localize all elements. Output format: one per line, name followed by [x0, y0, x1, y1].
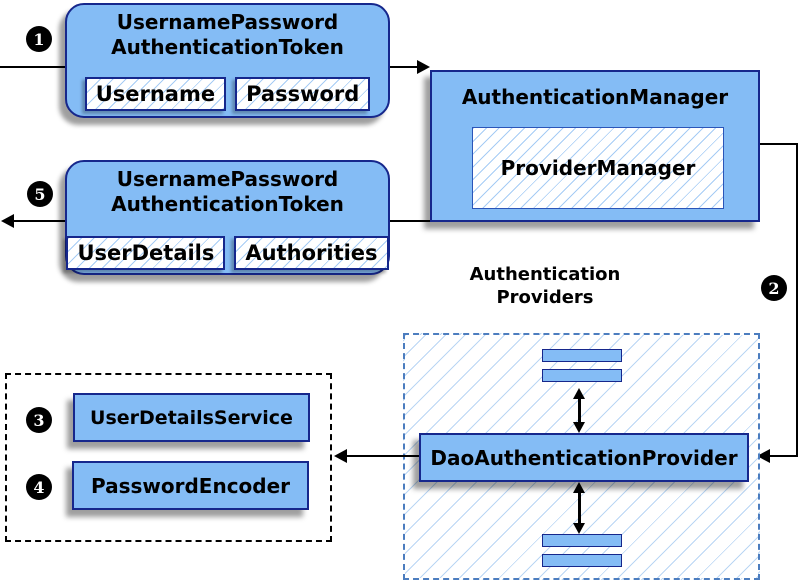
providers-container: DaoAuthenticationProvider — [403, 333, 760, 580]
double-arrow-bottom-down-head — [573, 523, 585, 534]
double-arrow-top-shaft — [578, 398, 581, 425]
arrow-dao-to-dependencies-line — [347, 455, 419, 457]
user-details-service-box: UserDetailsService — [73, 393, 310, 442]
response-token-box: UsernamePassword AuthenticationToken Use… — [65, 160, 390, 275]
provider-manager-box: ProviderManager — [472, 127, 724, 209]
flow-out-line — [14, 220, 65, 222]
step-2-badge: 2 — [761, 275, 787, 301]
password-encoder-box: PasswordEncoder — [72, 461, 309, 510]
dao-authentication-provider-box: DaoAuthenticationProvider — [419, 433, 749, 482]
step-4-number: 4 — [33, 477, 45, 497]
providers-group-label-line2: Providers — [496, 287, 594, 308]
dependencies-container — [5, 373, 332, 542]
flow-in-line — [0, 66, 66, 68]
request-token-title-line1: UsernamePassword — [116, 10, 339, 34]
line-manager-to-response-token — [390, 220, 430, 222]
step-5-badge: 5 — [27, 181, 53, 207]
providers-group-label: Authentication Providers — [445, 263, 645, 309]
authentication-manager-box: AuthenticationManager ProviderManager — [430, 70, 760, 222]
double-arrow-top-up-head — [573, 388, 585, 399]
connector-step2-arrowhead — [757, 449, 770, 463]
arrow-token-to-manager-line — [390, 66, 417, 68]
step-1-number: 1 — [33, 29, 45, 49]
double-arrow-bottom-shaft — [578, 492, 581, 524]
step-4-badge: 4 — [26, 474, 52, 500]
double-arrow-bottom-up-head — [573, 482, 585, 493]
response-token-title: UsernamePassword AuthenticationToken — [67, 162, 388, 217]
flow-out-arrowhead — [1, 214, 14, 228]
request-token-title: UsernamePassword AuthenticationToken — [67, 5, 388, 60]
provider-stack-top-bar-1 — [542, 349, 622, 362]
response-token-fields: UserDetails Authorities — [66, 236, 389, 270]
step-3-number: 3 — [33, 410, 45, 430]
provider-stack-top-bar-2 — [542, 369, 622, 382]
response-token-title-line2: AuthenticationToken — [111, 192, 344, 216]
arrow-token-to-manager-head — [417, 60, 430, 74]
request-token-title-line2: AuthenticationToken — [111, 35, 344, 59]
username-field-box: Username — [84, 77, 227, 111]
provider-stack-bottom-bar-2 — [542, 554, 622, 567]
step-2-number: 2 — [768, 278, 780, 298]
double-arrow-top-down-head — [573, 422, 585, 433]
connector-step2-segment-bottom — [770, 455, 798, 457]
connector-step2-segment-vertical — [796, 143, 798, 457]
step-5-number: 5 — [34, 184, 46, 204]
request-token-box: UsernamePassword AuthenticationToken Use… — [65, 3, 390, 118]
password-field-box: Password — [235, 77, 371, 111]
response-token-title-line1: UsernamePassword — [116, 167, 339, 191]
authorities-field-box: Authorities — [234, 236, 389, 270]
step-3-badge: 3 — [26, 407, 52, 433]
step-1-badge: 1 — [26, 26, 52, 52]
connector-step2-segment-top — [760, 143, 798, 145]
authentication-manager-title: AuthenticationManager — [461, 85, 729, 109]
arrow-dao-to-dependencies-head — [334, 449, 347, 463]
request-token-fields: Username Password — [67, 77, 388, 111]
providers-group-label-line1: Authentication — [469, 264, 621, 285]
userdetails-field-box: UserDetails — [66, 236, 226, 270]
provider-stack-bottom-bar-1 — [542, 534, 622, 547]
